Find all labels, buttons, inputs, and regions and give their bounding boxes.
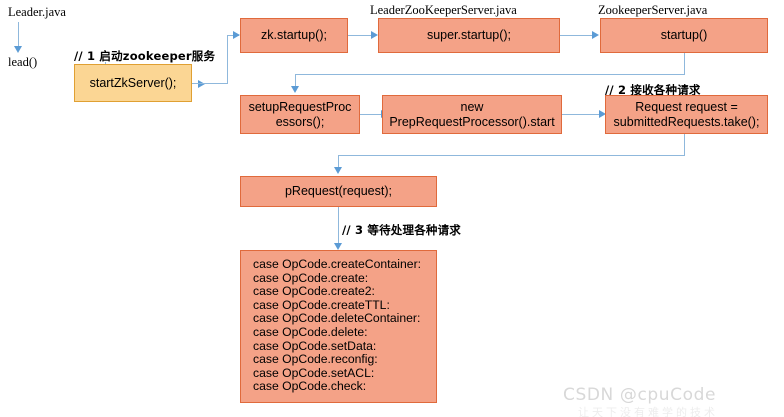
case-line: case OpCode.delete: [253, 324, 368, 339]
case-line: case OpCode.createContainer: [253, 257, 422, 271]
connector-to-setuprequestprocessors [295, 74, 296, 88]
connector-setup-to-prep [360, 114, 382, 115]
comment-step-3: // 3 等待处理各种请求 [342, 223, 462, 237]
arrowhead-lead-to-startzkserver [198, 80, 205, 88]
class-label-leader-java: Leader.java [8, 5, 66, 19]
node-request-take-line-2: submittedRequests.take(); [613, 114, 760, 129]
case-line: case OpCode.create2: [253, 284, 375, 299]
arrowhead-to-setuprequestprocessors [291, 86, 299, 93]
connector-prequest-to-caselist [338, 207, 339, 245]
node-setup-request-processors-line-2: essors(); [275, 114, 325, 129]
connector-startzkserver-up [227, 35, 228, 84]
node-p-request[interactable]: pRequest(request); [240, 176, 437, 207]
connector-superstartup-to-startup [560, 35, 593, 36]
case-line: case OpCode.setACL: [253, 365, 375, 380]
method-label-lead: lead() [8, 55, 38, 69]
connector-request-left [338, 155, 685, 156]
class-label-zookeeperserver-java: ZookeeperServer.java [598, 3, 708, 17]
node-super-startup[interactable]: super.startup(); [378, 18, 560, 53]
connector-leader-to-lead [18, 22, 19, 48]
case-line: case OpCode.deleteContainer: [253, 311, 421, 326]
node-request-take[interactable]: Request request = submittedRequests.take… [605, 95, 768, 134]
case-line: case OpCode.create: [253, 270, 369, 285]
connector-zkstartup-to-superstartup [348, 35, 372, 36]
case-line: case OpCode.createTTL: [253, 297, 390, 312]
node-new-prep-request-processor-line-2: PrepRequestProcessor().start [389, 114, 555, 129]
connector-startup-down [684, 52, 685, 75]
arrowhead-prequest-to-caselist [334, 243, 342, 250]
connector-prep-to-request [562, 114, 600, 115]
connector-to-prequest [338, 155, 339, 169]
node-new-prep-request-processor[interactable]: new PrepRequestProcessor().start [382, 95, 562, 134]
arrowhead-prep-to-request [599, 110, 606, 118]
node-startup[interactable]: startup() [600, 18, 768, 53]
watermark-subtext: 让天下没有难学的技术 [578, 406, 718, 417]
arrowhead-startzkserver-to-zkstartup [233, 31, 240, 39]
case-line: case OpCode.setData: [253, 338, 377, 353]
node-zk-startup[interactable]: zk.startup(); [240, 18, 348, 53]
arrowhead-to-prequest [334, 167, 342, 174]
node-request-take-line-1: Request request = [635, 99, 738, 114]
node-setup-request-processors[interactable]: setupRequestProc essors(); [240, 95, 360, 134]
connector-startzkserver-right [191, 83, 227, 84]
connector-request-down [684, 134, 685, 156]
case-line: case OpCode.check: [253, 379, 367, 394]
comment-step-2: // 2 接收各种请求 [605, 83, 701, 97]
comment-step-1: // 1 启动zookeeper服务 [74, 49, 216, 63]
node-setup-request-processors-line-1: setupRequestProc [248, 99, 352, 114]
watermark-csdn: CSDN @cpuCode [563, 385, 717, 405]
arrowhead-superstartup-to-startup [592, 31, 599, 39]
node-start-zk-server[interactable]: startZkServer(); [74, 64, 192, 102]
node-new-prep-request-processor-line-1: new [460, 99, 484, 114]
class-label-leaderzookeeperserver-java: LeaderZooKeeperServer.java [370, 3, 517, 17]
node-case-list[interactable]: case OpCode.createContainer:case OpCode.… [240, 250, 437, 403]
case-line: case OpCode.reconfig: [253, 352, 378, 367]
arrowhead-leader-to-lead [14, 46, 22, 53]
connector-startup-left [295, 74, 685, 75]
arrowhead-zkstartup-to-superstartup [371, 31, 378, 39]
